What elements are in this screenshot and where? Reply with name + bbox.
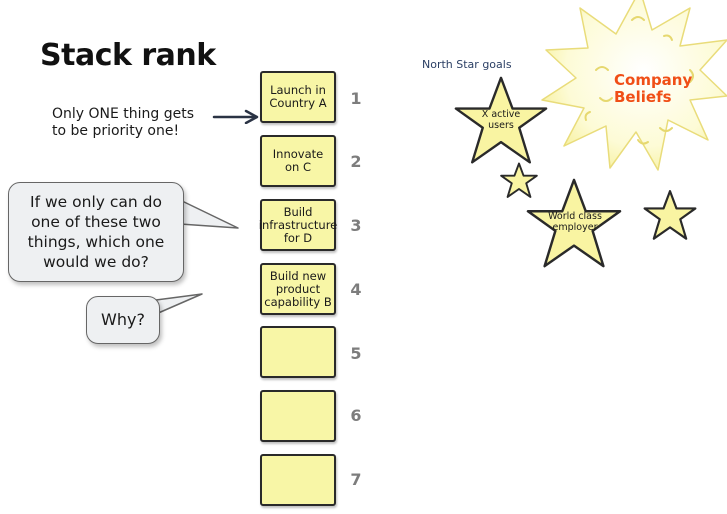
sticky-note-label: Innovate on C <box>272 147 324 174</box>
arrow-right-icon <box>212 109 259 124</box>
question-speech-bubble: If we only can do one of these two thing… <box>8 182 184 282</box>
why-speech-bubble: Why? <box>86 296 160 344</box>
rank-number: 7 <box>350 470 362 489</box>
sticky-note-rank-5[interactable] <box>260 326 336 378</box>
north-star-goal-star-2 <box>526 178 622 268</box>
rank-number: 3 <box>350 216 362 235</box>
sticky-note-rank-7[interactable] <box>260 454 336 506</box>
sticky-note-rank-1[interactable]: Launch in Country A <box>260 71 336 123</box>
north-star-goals-label: North Star goals <box>422 58 512 71</box>
sticky-note-rank-4[interactable]: Build new product capability B <box>260 263 336 315</box>
star-icon <box>643 190 697 240</box>
priority-one-note: Only ONE thing gets to be priority one! <box>52 106 195 139</box>
why-text: Why? <box>101 310 145 329</box>
sticky-note-rank-2[interactable]: Innovate on C <box>260 135 336 187</box>
rank-number: 2 <box>350 152 362 171</box>
rank-number: 5 <box>350 344 362 363</box>
company-beliefs-sun <box>541 0 727 171</box>
north-star-goal-text-1: X active users <box>481 109 521 131</box>
north-star-goal-star-1 <box>454 76 548 164</box>
north-star-goal-text-2: World class employer <box>548 211 602 233</box>
rank-number: 6 <box>350 406 362 425</box>
company-beliefs-label: Company Beliefs <box>614 71 693 106</box>
sticky-note-label: Build new product capability B <box>264 268 332 309</box>
rank-number: 1 <box>350 89 362 108</box>
sticky-note-label: Launch in Country A <box>269 83 327 110</box>
small-star-icon <box>500 162 538 198</box>
rank-number: 4 <box>350 280 362 299</box>
speech-bubble-tail-why <box>155 293 203 315</box>
sticky-note-rank-6[interactable] <box>260 390 336 442</box>
sticky-note-rank-3[interactable]: Build infrastructure for D <box>258 199 338 251</box>
page-title: Stack rank <box>40 38 216 73</box>
sticky-note-label: Build infrastructure for D <box>258 204 338 245</box>
speech-bubble-tail <box>179 199 239 229</box>
question-text: If we only can do one of these two thing… <box>27 193 165 271</box>
